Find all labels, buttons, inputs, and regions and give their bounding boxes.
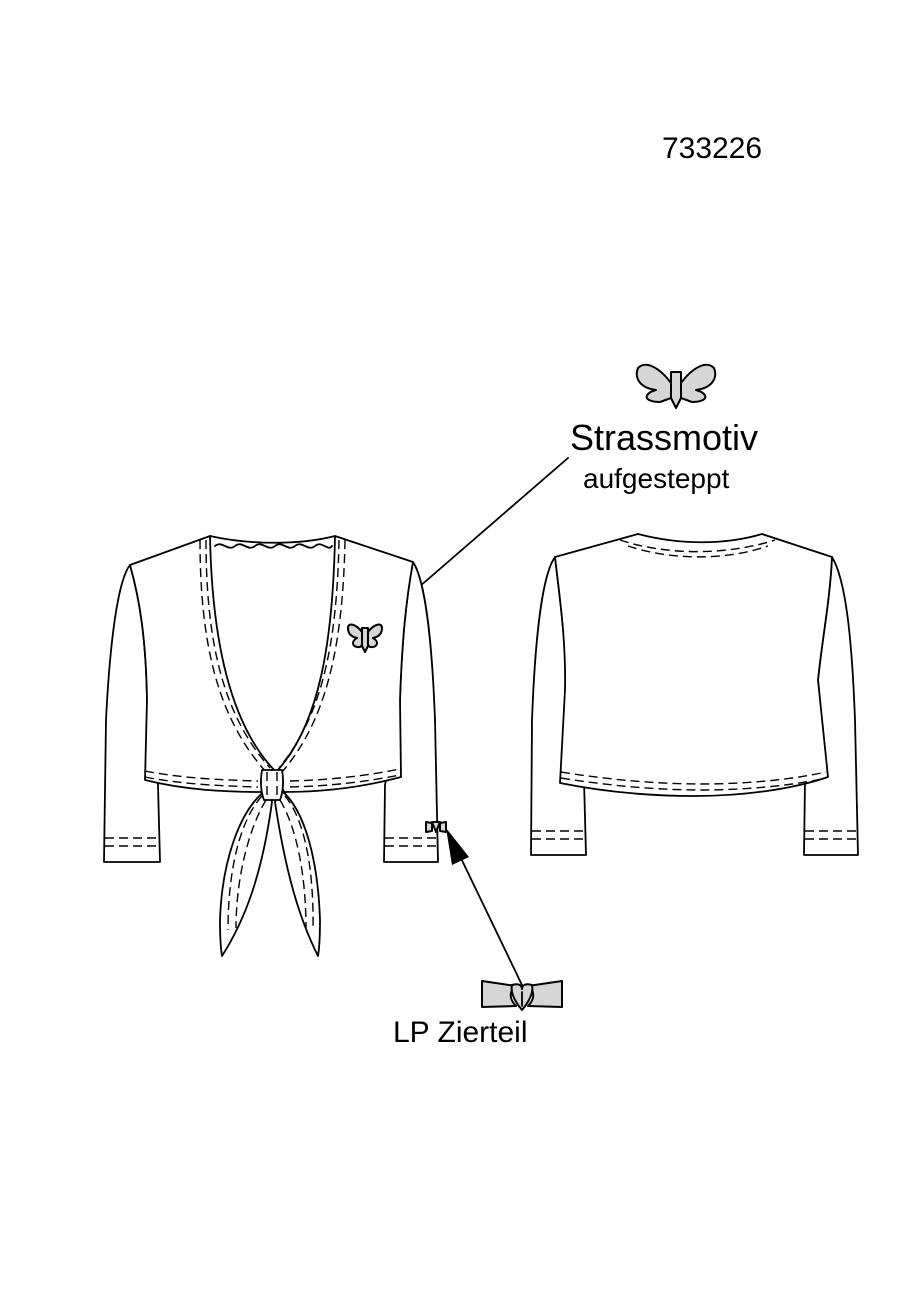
rhinestone-callout-title: Strassmotiv — [570, 417, 758, 458]
front-left-tie — [219, 789, 273, 957]
decoration-callout-title: LP Zierteil — [393, 1016, 528, 1049]
rhinestone-callout-subtitle: aufgesteppt — [583, 463, 730, 494]
front-sleeve-bow-clip — [425, 821, 447, 833]
bow-clip-icon — [481, 980, 563, 1011]
front-right-tie — [274, 789, 321, 957]
front-right-panel — [275, 535, 414, 793]
back-view-garment — [530, 533, 859, 856]
butterfly-icon — [635, 363, 717, 409]
decoration-arrowhead — [446, 828, 469, 865]
rhinestone-leader-line — [403, 457, 569, 601]
front-view-garment — [103, 535, 447, 957]
back-body — [554, 533, 833, 797]
front-butterfly-motif — [347, 623, 383, 653]
article-number: 733226 — [662, 132, 762, 165]
decoration-leader-line — [457, 851, 523, 986]
front-left-panel — [129, 535, 277, 793]
front-knot — [260, 769, 284, 801]
